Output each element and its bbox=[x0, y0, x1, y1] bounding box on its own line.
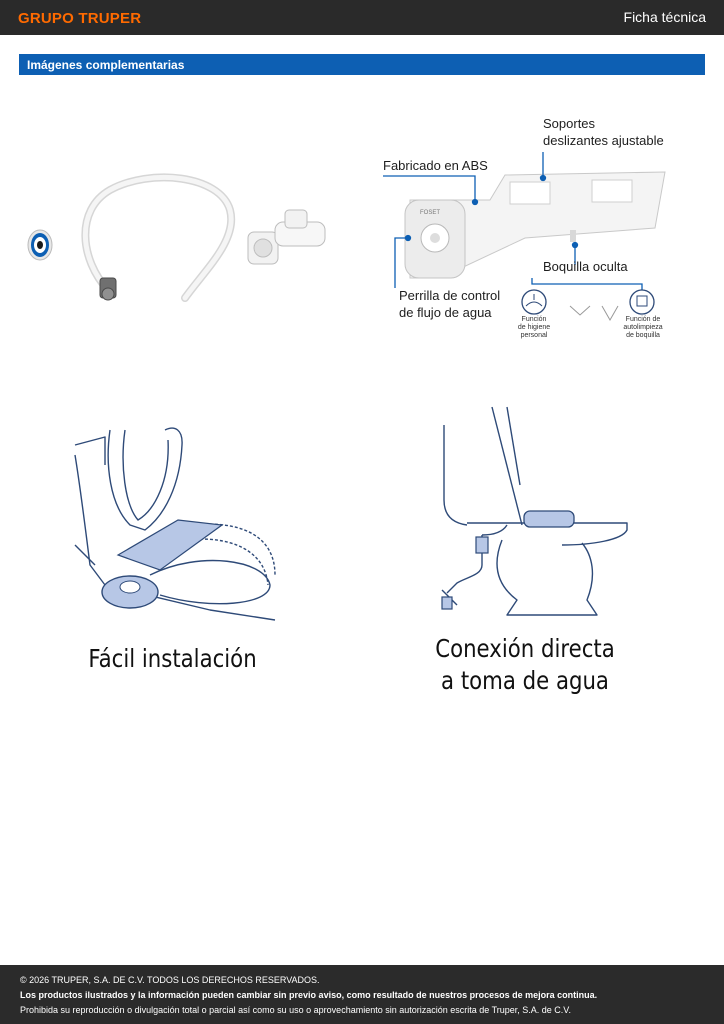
label-abs: Fabricado en ABS bbox=[383, 158, 488, 173]
hose-icon bbox=[81, 173, 236, 302]
label-supports-line1: Soportes bbox=[543, 116, 596, 131]
water-valve-icon bbox=[441, 536, 489, 610]
document-type: Ficha técnica bbox=[623, 9, 706, 25]
callout-lines bbox=[383, 152, 643, 290]
caption-easy-installation: Fácil instalación bbox=[88, 644, 257, 673]
spray-icon bbox=[569, 305, 619, 322]
installation-illustration bbox=[74, 427, 276, 621]
bidet-product-icon bbox=[404, 171, 666, 279]
label-hygiene-function: Función de higiene personal bbox=[517, 316, 551, 339]
label-knob-line1: Perrilla de control bbox=[399, 288, 501, 303]
bidet-seat-highlight bbox=[523, 510, 575, 528]
caption-direct-connection-line1: Conexión directa bbox=[435, 634, 615, 663]
product-logo: FOSET bbox=[420, 210, 440, 216]
connector-icon bbox=[247, 209, 326, 265]
top-bar: GRUPO TRUPER Ficha técnica bbox=[0, 0, 724, 35]
hygiene-function-icon bbox=[521, 289, 547, 315]
water-connection-illustration bbox=[441, 406, 628, 616]
footer-legal: Prohibida su reproducción o divulgación … bbox=[20, 1005, 571, 1015]
bidet-plate-highlight bbox=[101, 519, 224, 609]
footer-copyright: © 2026 TRUPER, S.A. DE C.V. TODOS LOS DE… bbox=[20, 975, 320, 985]
self-clean-function-icon bbox=[629, 289, 655, 315]
label-self-clean-function: Función de autolimpieza de boquilla bbox=[623, 316, 663, 339]
label-nozzle: Boquilla oculta bbox=[543, 259, 628, 274]
footer: © 2026 TRUPER, S.A. DE C.V. TODOS LOS DE… bbox=[0, 965, 724, 1024]
accessories-image bbox=[27, 173, 326, 302]
section-title: Imágenes complementarias bbox=[27, 58, 185, 72]
caption-direct-connection-line2: a toma de agua bbox=[441, 666, 609, 695]
teflon-tape-icon bbox=[27, 229, 53, 261]
footer-notice: Los productos ilustrados y la informació… bbox=[20, 990, 598, 1000]
bidet-diagram: FOSET bbox=[383, 152, 666, 322]
label-supports-line2: deslizantes ajustable bbox=[543, 133, 664, 148]
section-header: Imágenes complementarias bbox=[19, 54, 705, 75]
label-knob-line2: de flujo de agua bbox=[399, 305, 492, 320]
brand-logo: GRUPO TRUPER bbox=[18, 10, 142, 27]
